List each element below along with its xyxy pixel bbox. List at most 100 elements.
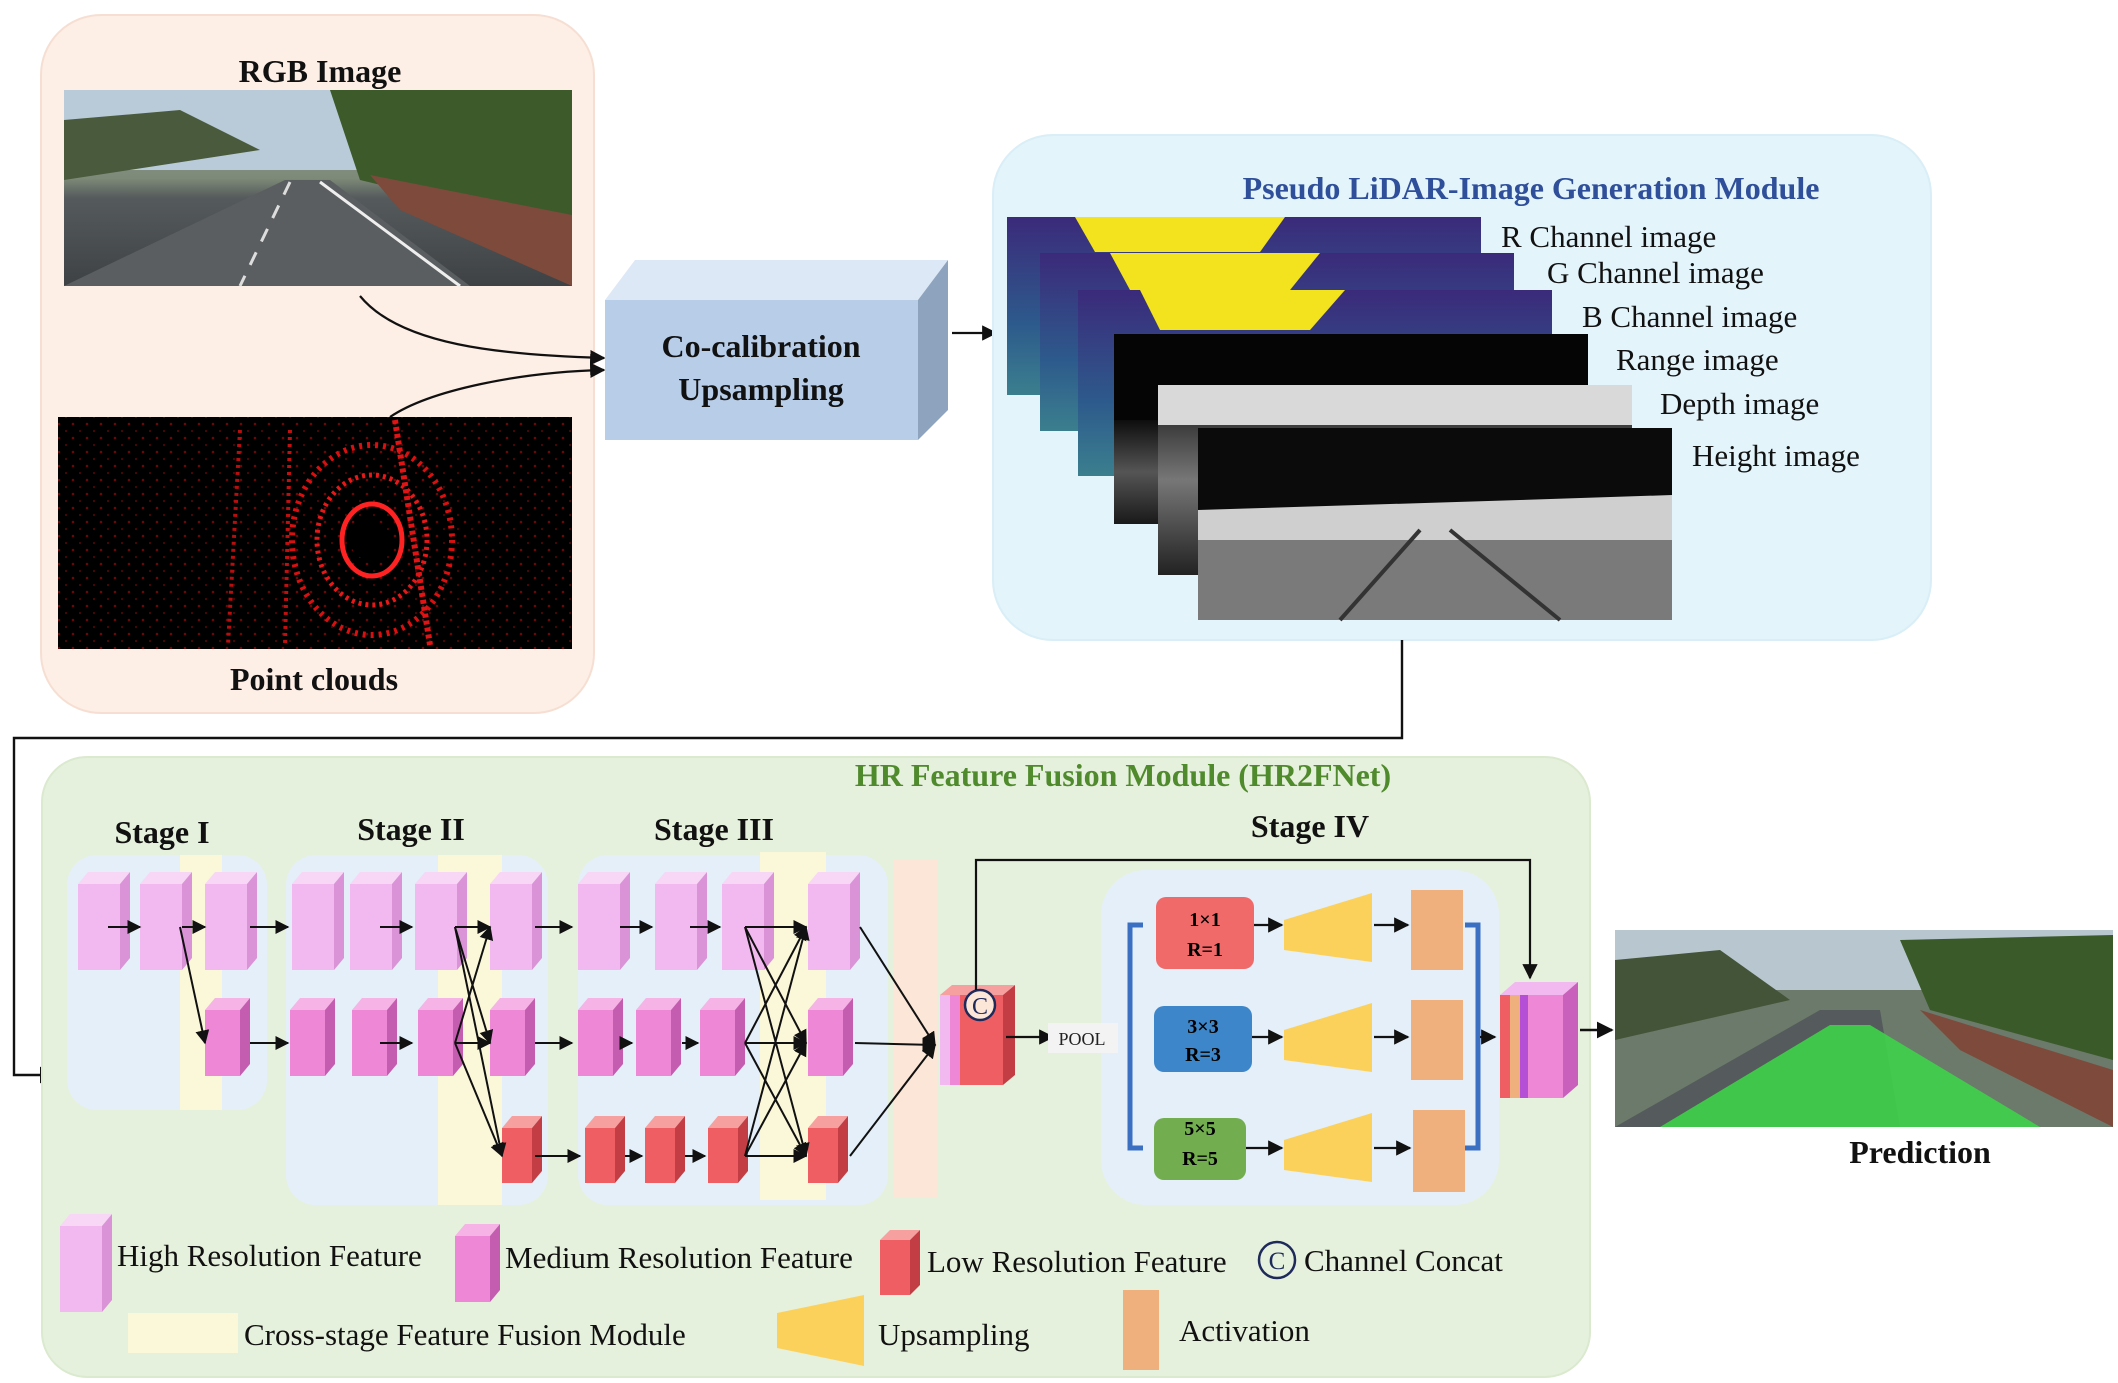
pseudo-module-title: Pseudo LiDAR-Image Generation Module [1243, 170, 1820, 206]
feature-arrows [108, 920, 937, 1163]
stage-2-title: Stage II [357, 811, 465, 847]
output-block [1500, 982, 1578, 1098]
branch-1-size: 1×1 [1189, 909, 1220, 931]
pseudo-to-hr-connector [12, 640, 1404, 1084]
cocalib-line1: Co-calibration [661, 328, 860, 364]
legend-fusion-swatch [128, 1313, 238, 1353]
legend-concat: Channel Concat [1304, 1243, 1503, 1278]
upsampling-2 [1284, 1003, 1372, 1072]
legend-upsampling-swatch [777, 1295, 864, 1366]
pseudo-lidar-panel: Pseudo LiDAR-Image Generation Module [992, 134, 1932, 641]
s3-to-concat-h [859, 926, 936, 1047]
concat-strip [893, 860, 937, 1198]
stage2-high-cube-2 [415, 872, 467, 970]
stage2-high-cube-0 [292, 872, 344, 970]
legend-low-res-swatch [880, 1230, 920, 1295]
branch-2-box [1154, 1006, 1252, 1072]
stage-3-title: Stage III [654, 811, 774, 847]
channel-label-g: G Channel image [1547, 255, 1764, 290]
activation-1 [1411, 890, 1463, 970]
s3-to-concat-m [854, 1037, 937, 1052]
skip-connection [974, 858, 1538, 990]
stage3-low-cube-3 [808, 1116, 848, 1183]
branch-2-rate: R=3 [1185, 1044, 1221, 1066]
activation-2 [1411, 1000, 1463, 1080]
stage2-medium-cube-0 [290, 998, 335, 1076]
stage3-low-cube-1 [645, 1116, 685, 1183]
stage1-medium-cube [205, 998, 250, 1076]
stage2-high-cube-3 [490, 872, 542, 970]
legend-medium-res-swatch [455, 1224, 500, 1302]
stage3-high-cube-0 [578, 872, 630, 970]
concat-symbol-circle [963, 988, 997, 1022]
stage1-high-cube-0 [78, 872, 130, 970]
activation-3 [1413, 1110, 1465, 1192]
branch-2-size: 3×3 [1187, 1016, 1218, 1038]
stage3-low-cube-2 [708, 1116, 748, 1183]
stage1-high-cube-1 [140, 872, 192, 970]
prediction-image [1615, 930, 2113, 1127]
cocalibration-box: Co-calibration Upsampling [605, 260, 948, 440]
legend-upsampling: Upsampling [878, 1317, 1030, 1352]
concat-symbol: C [972, 994, 988, 1020]
stage2-medium-cube-1 [352, 998, 397, 1076]
stage3-high-cube-2 [722, 872, 774, 970]
concat-block: C [940, 985, 1015, 1085]
legend-concat-icon [1257, 1240, 1297, 1280]
s3-to-concat-l [849, 1043, 936, 1157]
stage2-medium-cube-3 [490, 998, 535, 1076]
stage2-high-cube-1 [350, 872, 402, 970]
upsampling-3 [1284, 1113, 1372, 1182]
stage3-low-cube-0 [585, 1116, 625, 1183]
stage3-medium-cube-0 [578, 998, 623, 1076]
prediction-label: Prediction [1849, 1134, 1991, 1170]
stage3-medium-cube-1 [636, 998, 681, 1076]
legend-activation: Activation [1179, 1313, 1310, 1348]
s3-fusion-6 [744, 925, 810, 1157]
right-bracket [1465, 922, 1481, 1151]
input-panel: RGB Image Point clouds [40, 14, 595, 714]
channel-label-r: R Channel image [1501, 219, 1716, 254]
s3-fusion-7 [744, 1041, 807, 1157]
pool-label: POOL [1058, 1029, 1105, 1049]
legend-medium-res: Medium Resolution Feature [505, 1240, 853, 1275]
pool-tag-bg [1048, 1023, 1118, 1053]
legend-concat-symbol: C [1269, 1248, 1286, 1275]
point-cloud-image [58, 417, 572, 649]
height-image [1198, 428, 1672, 622]
rgb-to-cocalib-arrow [359, 295, 606, 366]
s1-arrow-down [179, 926, 210, 1045]
channel-label-range: Range image [1616, 342, 1779, 377]
legend-high-res: High Resolution Feature [117, 1238, 422, 1273]
cocalib-line2: Upsampling [678, 371, 843, 407]
legend-fusion: Cross-stage Feature Fusion Module [244, 1317, 686, 1352]
stage3-high-cube-3 [808, 872, 860, 970]
legend-low-res: Low Resolution Feature [927, 1244, 1227, 1279]
legend-activation-swatch [1123, 1290, 1159, 1370]
s3-fusion-3 [744, 925, 807, 1044]
legend-high-res-swatch [60, 1214, 112, 1312]
hr-module-title: HR Feature Fusion Module (HR2FNet) [855, 757, 1391, 793]
branch-3-size: 5×5 [1184, 1118, 1215, 1140]
stage3-high-cube-1 [655, 872, 707, 970]
channel-label-depth: Depth image [1660, 386, 1819, 421]
stage2-low-cube [502, 1116, 542, 1183]
legend: High Resolution Feature Medium Resolutio… [60, 1214, 1503, 1370]
s2-fusion-5 [454, 1042, 504, 1158]
s2-fusion-3 [454, 925, 494, 1044]
hr-module-panel: HR Feature Fusion Module (HR2FNet) Stage… [41, 756, 1614, 1378]
rgb-image [64, 90, 572, 288]
branch-3-rate: R=5 [1182, 1148, 1218, 1170]
stage-1-title: Stage I [114, 814, 209, 850]
points-to-cocalib-arrow [389, 362, 606, 418]
channel-label-b: B Channel image [1582, 299, 1797, 334]
stage1-high-cube-2 [205, 872, 257, 970]
left-bracket [1127, 922, 1143, 1151]
stage3-medium-cube-2 [700, 998, 745, 1076]
upsampling-1 [1284, 893, 1372, 962]
channel-label-height: Height image [1692, 438, 1860, 473]
point-clouds-title: Point clouds [230, 661, 398, 697]
stage-4-title: Stage IV [1251, 808, 1369, 844]
branch-1-rate: R=1 [1187, 939, 1223, 961]
